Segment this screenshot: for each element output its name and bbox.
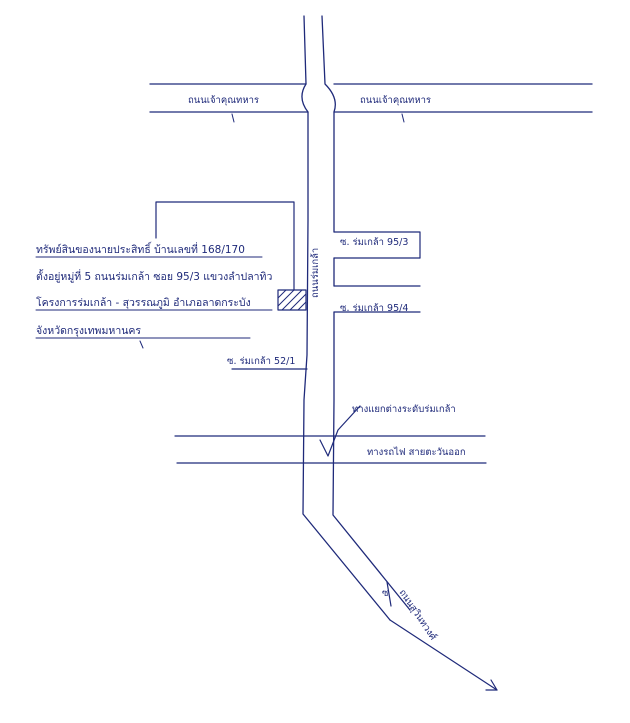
main-road-vertical (301, 15, 411, 621)
label-soi-95-3: ซ. ร่มเกล้า 95/3 (340, 237, 408, 248)
label-railway-bridge: ทางแยกต่างระดับร่มเกล้า (352, 404, 456, 415)
road-top-left (149, 83, 309, 113)
label-bottom-mark: ซ (382, 588, 389, 599)
label-railway: ทางรถไฟ สายตะวันออก (367, 446, 466, 458)
property-plot (277, 289, 307, 311)
leader-line-address (155, 201, 295, 291)
soi-95-4 (333, 285, 421, 313)
railway-lines (174, 405, 487, 464)
soi-95-3 (333, 231, 421, 259)
address-note: ทรัพย์สินของนายประสิทธิ์ บ้านเลขที่ 168/… (35, 241, 273, 339)
label-main-road: ถนนร่มเกล้า (310, 248, 321, 298)
road-top-right (333, 83, 593, 113)
label-road-bottom: ถนนสุวินทวงศ์ (397, 587, 440, 642)
label-road-top-right: ถนนเจ้าคุณทหาร (360, 95, 431, 106)
address-line-4: จังหวัดกรุงเทพมหานคร (36, 325, 141, 337)
address-line-3: โครงการร่มเกล้า - สุวรรณภูมิ อำเภอลาดกระ… (36, 296, 251, 309)
label-soi-52-1: ซ. ร่มเกล้า 52/1 (227, 356, 295, 367)
label-road-top-left: ถนนเจ้าคุณทหาร (188, 95, 259, 106)
address-line-1: ทรัพย์สินของนายประสิทธิ์ บ้านเลขที่ 168/… (36, 241, 245, 256)
label-soi-95-4: ซ. ร่มเกล้า 95/4 (340, 303, 408, 314)
address-line-2: ตั้งอยู่หมู่ที่ 5 ถนนร่มเกล้า ซอย 95/3 แ… (36, 269, 272, 283)
road-bottom-arrow (386, 581, 498, 691)
